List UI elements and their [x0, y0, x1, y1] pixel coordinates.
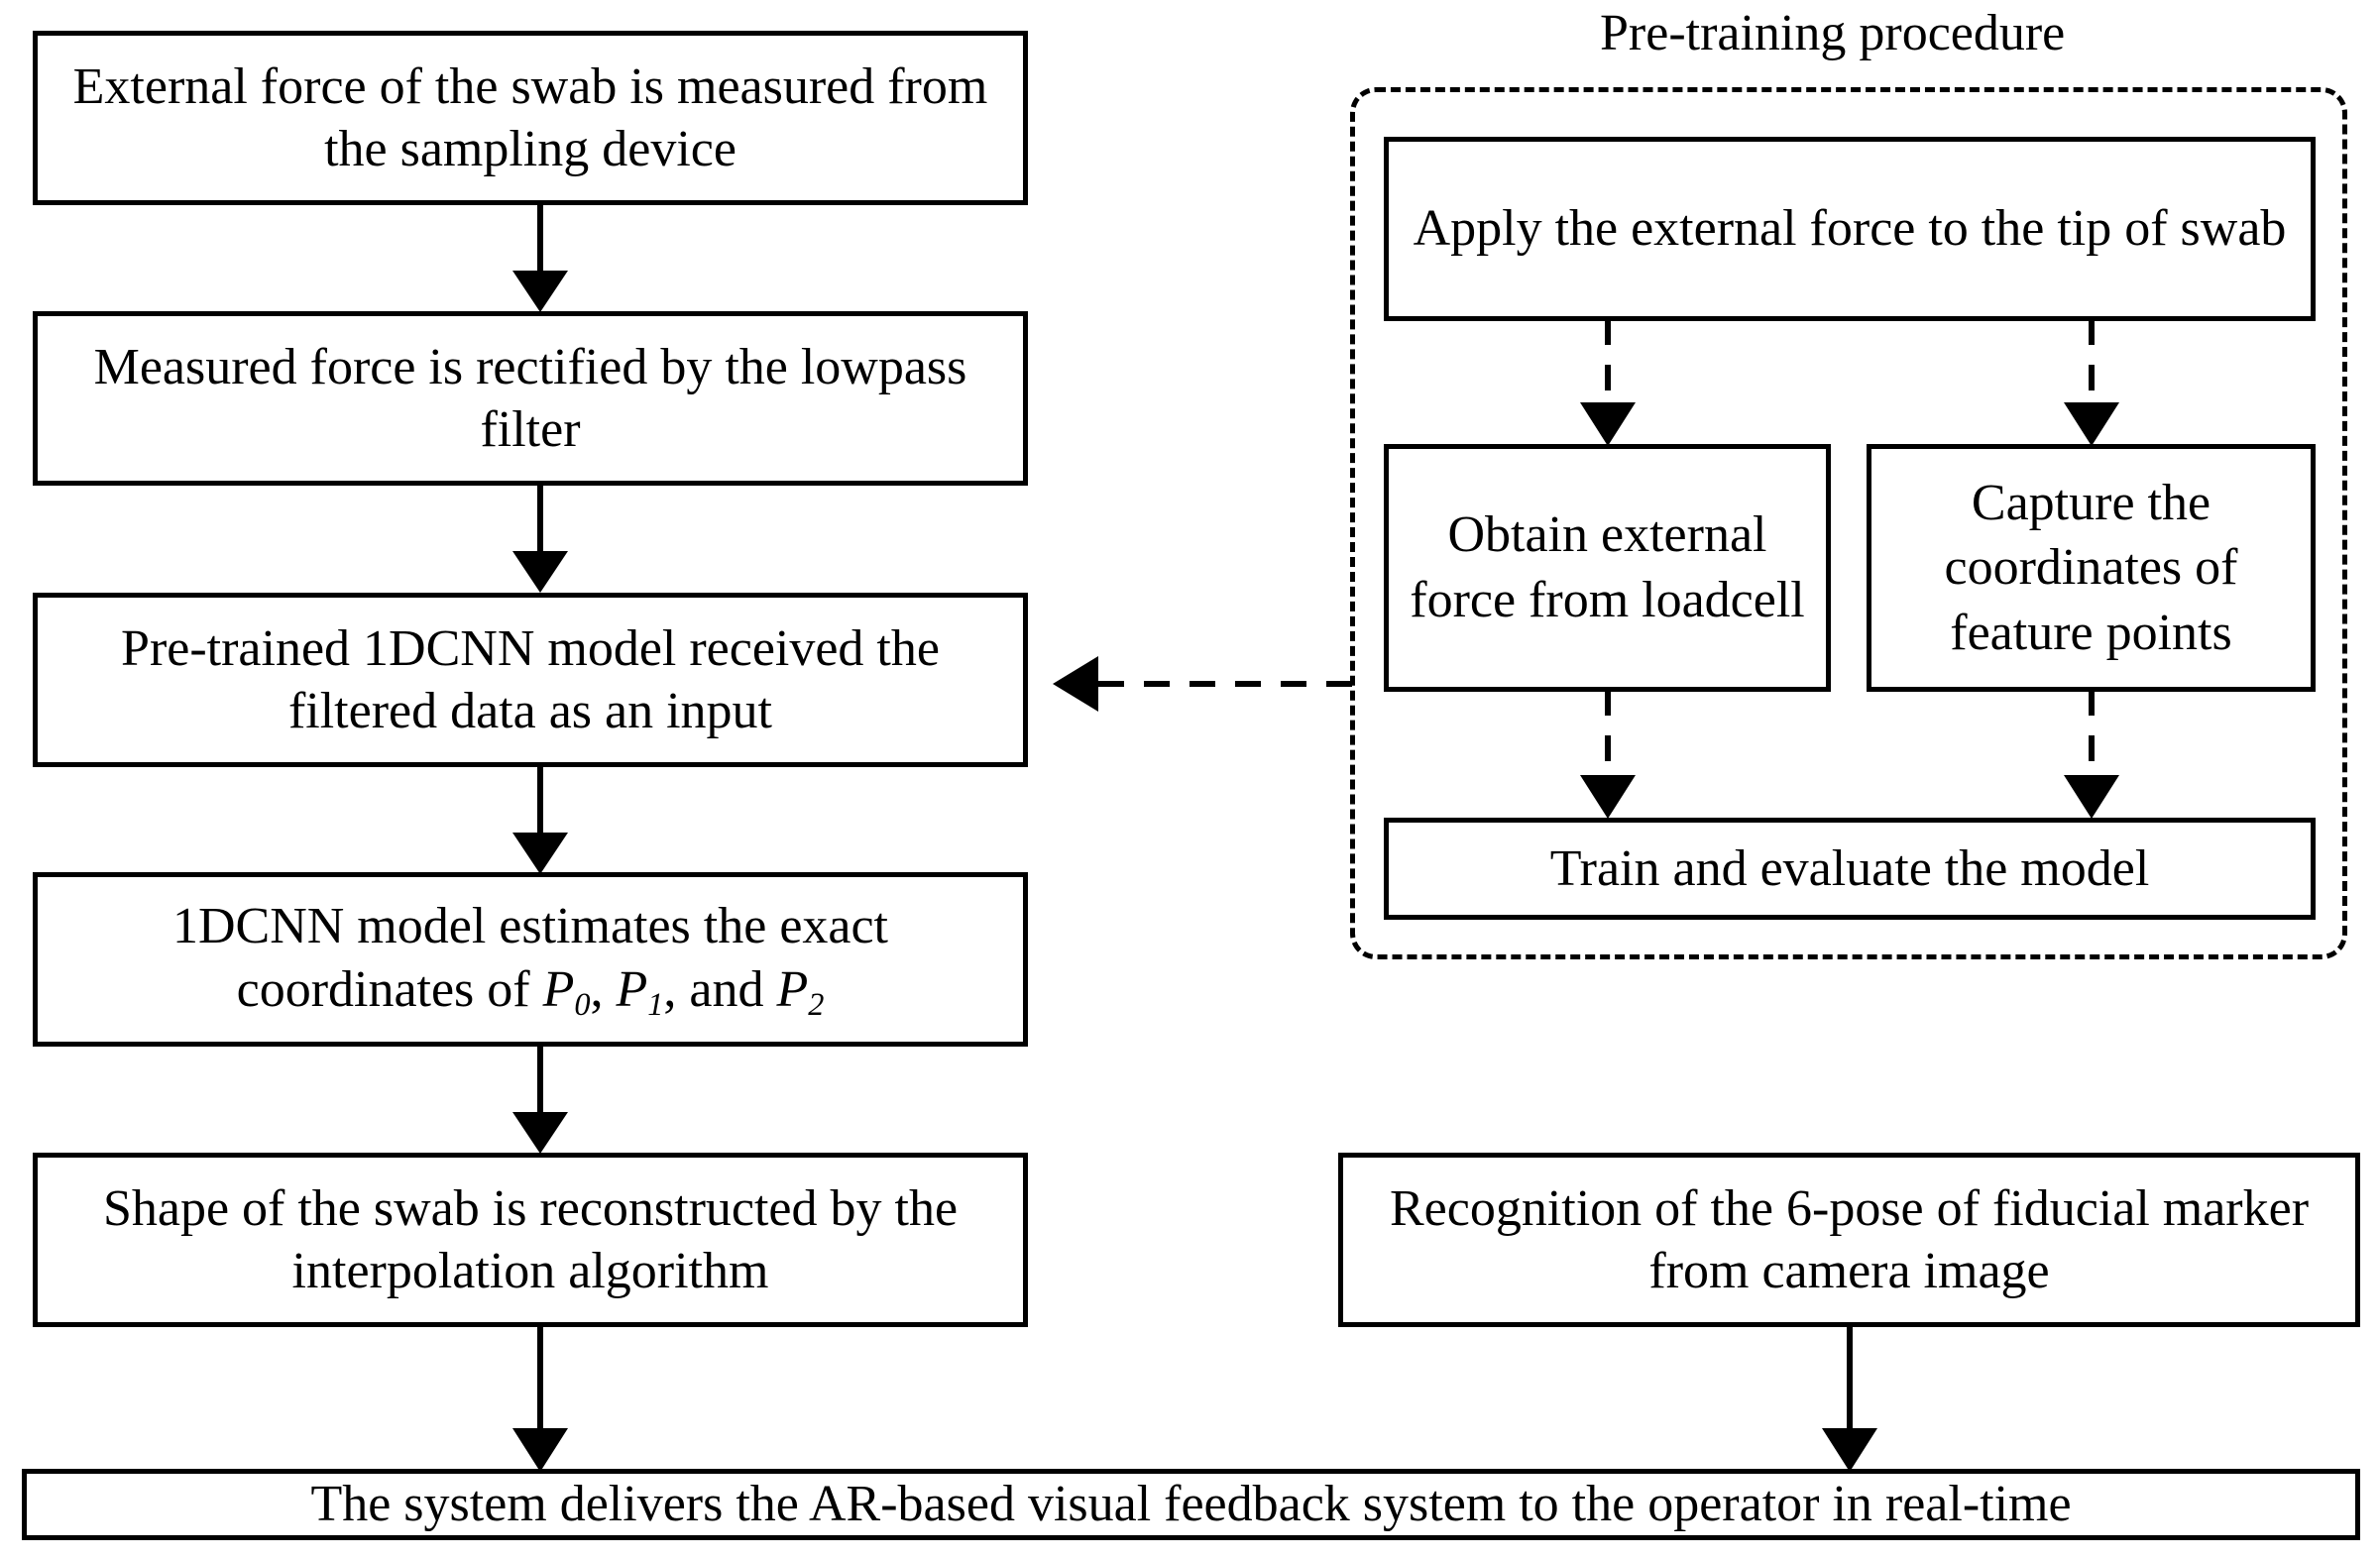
estimate-coordinates-text: 1DCNN model estimates the exact coordina…: [171, 898, 889, 1018]
node-recognition-6pose: Recognition of the 6-pose of fiducial ma…: [1338, 1153, 2360, 1327]
node-system-delivers-label: The system delivers the AR-based visual …: [310, 1476, 2072, 1533]
node-shape-reconstructed-label: Shape of the swab is reconstructed by th…: [102, 1179, 959, 1299]
arrow-recognition-to-system: [1822, 1325, 1877, 1472]
node-pretrained-model-input-label: Pre-trained 1DCNN model received the fil…: [121, 619, 940, 739]
arrow-external-force-to-rectified: [512, 203, 568, 312]
arrow-estimate-to-shape: [512, 1045, 568, 1154]
node-obtain-external-force: Obtain external force from loadcell: [1384, 444, 1831, 692]
group-title-pre-training: Pre-training procedure: [1600, 5, 2066, 61]
arrow-apply-to-obtain-dashed: [1580, 319, 1636, 446]
node-apply-external-force: Apply the external force to the tip of s…: [1384, 137, 2316, 321]
node-shape-reconstructed: Shape of the swab is reconstructed by th…: [33, 1153, 1028, 1327]
node-recognition-6pose-label: Recognition of the 6-pose of fiducial ma…: [1389, 1179, 2310, 1299]
node-estimate-coordinates-label: 1DCNN model estimates the exact coordina…: [52, 895, 1009, 1024]
node-train-evaluate: Train and evaluate the model: [1384, 818, 2316, 920]
node-obtain-external-force-label: Obtain external force from loadcell: [1410, 506, 1805, 628]
arrow-capture-to-train-dashed: [2064, 690, 2119, 819]
separator-2: , and: [663, 960, 777, 1018]
node-external-force-measured-label: External force of the swab is measured f…: [72, 57, 988, 177]
arrow-shape-to-system: [512, 1325, 568, 1472]
arrow-rectified-to-pretrained: [512, 484, 568, 593]
node-capture-coordinates: Capture the coordinates of feature point…: [1867, 444, 2316, 692]
pre-training-procedure-group: [1350, 87, 2347, 959]
separator-1: ,: [590, 960, 617, 1018]
node-rectified-lowpass: Measured force is rectified by the lowpa…: [33, 311, 1028, 486]
node-pretrained-model-input: Pre-trained 1DCNN model received the fil…: [33, 593, 1028, 767]
symbol-p0: P0: [542, 960, 591, 1022]
arrow-group-to-pretrained-dashed: [1053, 656, 1352, 712]
symbol-p2: P2: [776, 960, 825, 1022]
node-capture-coordinates-label: Capture the coordinates of feature point…: [1944, 474, 2238, 661]
node-system-delivers: The system delivers the AR-based visual …: [22, 1469, 2360, 1540]
node-rectified-lowpass-label: Measured force is rectified by the lowpa…: [93, 338, 967, 458]
node-train-evaluate-label: Train and evaluate the model: [1549, 839, 2150, 897]
node-estimate-coordinates: 1DCNN model estimates the exact coordina…: [33, 872, 1028, 1047]
arrow-apply-to-capture-dashed: [2064, 319, 2119, 446]
arrow-pretrained-to-estimate: [512, 765, 568, 874]
node-external-force-measured: External force of the swab is measured f…: [33, 31, 1028, 205]
node-apply-external-force-label: Apply the external force to the tip of s…: [1413, 200, 2287, 258]
arrow-obtain-to-train-dashed: [1580, 690, 1636, 819]
symbol-p1: P1: [616, 960, 664, 1022]
